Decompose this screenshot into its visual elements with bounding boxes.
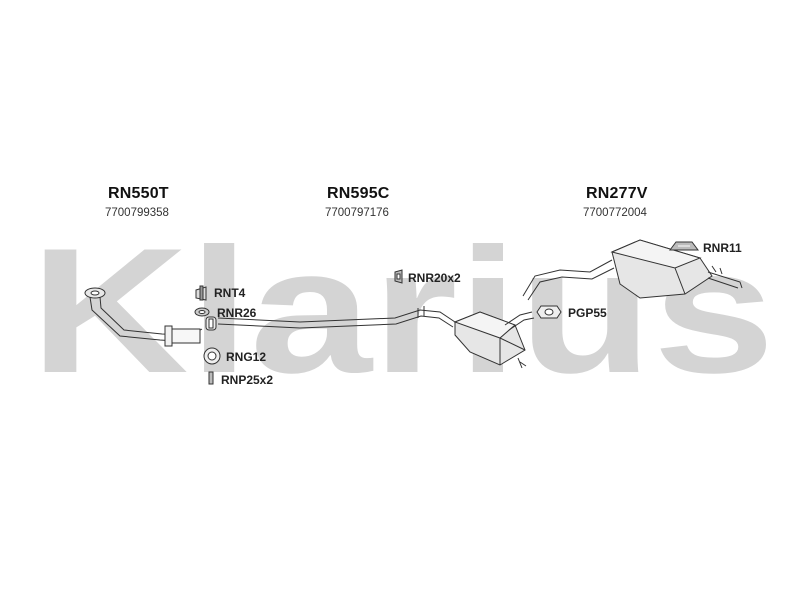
section-code-rn595c: RN595C bbox=[327, 185, 390, 202]
fitting-label-rnt4: RNT4 bbox=[214, 286, 246, 300]
rnr11-icon bbox=[669, 241, 699, 251]
pgp55-icon bbox=[536, 305, 562, 319]
rnr26-icon bbox=[194, 307, 210, 317]
fitting-label-rnr20x2: RNR20x2 bbox=[408, 271, 461, 285]
fitting-label-pgp55: PGP55 bbox=[568, 306, 607, 320]
fitting-label-rnr26: RNR26 bbox=[217, 306, 257, 320]
rng12-icon bbox=[203, 347, 221, 365]
section-code-rn550t: RN550T bbox=[108, 185, 169, 202]
centre-section-drawing bbox=[217, 306, 535, 369]
section-ref-rn277v: 7700772004 bbox=[583, 207, 647, 219]
pipe-clamp-icon bbox=[205, 316, 217, 331]
section-ref-rn595c: 7700797176 bbox=[325, 207, 389, 219]
fitting-label-rng12: RNG12 bbox=[226, 350, 267, 364]
rear-silencer-drawing bbox=[522, 239, 743, 301]
rnr20-icon bbox=[394, 269, 403, 284]
rnp25-icon bbox=[208, 371, 214, 385]
front-pipe-drawing bbox=[84, 287, 203, 347]
section-code-rn277v: RN277V bbox=[586, 185, 648, 202]
fitting-label-rnr11: RNR11 bbox=[703, 241, 742, 255]
fitting-label-rnp25x2: RNP25x2 bbox=[221, 373, 274, 387]
klarius-watermark: Klarius bbox=[30, 211, 775, 410]
rnt4-icon bbox=[195, 285, 207, 301]
section-ref-rn550t: 7700799358 bbox=[105, 207, 169, 219]
